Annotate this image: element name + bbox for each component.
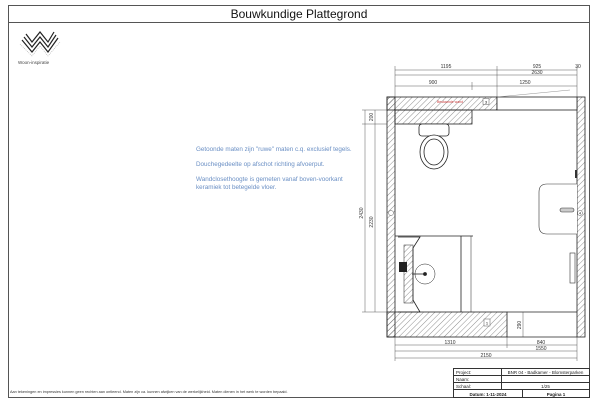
dim-840: 840 [537, 340, 546, 346]
dim-2150: 2150 [480, 353, 491, 359]
logo-text: Woon-inspiratie [18, 60, 50, 65]
project-label: Project: [456, 370, 472, 375]
dim-2230: 2230 [369, 216, 375, 227]
wall-left [386, 96, 396, 338]
datum: Datum: 1-11-2024 [469, 391, 507, 397]
marker-1: 1 [486, 321, 489, 326]
wall-right [576, 96, 586, 338]
notes: Getoonde maten zijn "ruwe" maten c.q. ex… [196, 146, 356, 199]
wall-top-inner [394, 109, 473, 125]
page-title: Bouwkundige Plattegrond [8, 5, 590, 23]
dim-1550: 1550 [535, 346, 546, 352]
schaal-label: Schaal: [456, 384, 472, 389]
dim-2630: 2630 [531, 70, 542, 76]
logo-icon [19, 31, 61, 57]
title-block: Project: BNR 04 - Badkamer - Blomsterpar… [453, 368, 590, 398]
schaal-value: 1/25 [541, 384, 550, 389]
dim-1310: 1310 [444, 340, 455, 346]
dim-200: 200 [369, 113, 375, 122]
disclaimer: Aan tekeningen en impressies kunnen geen… [10, 390, 288, 394]
naam-label: Naam: [456, 377, 470, 382]
note: Wandclosethoogte is gemeten vanaf boven-… [196, 176, 343, 191]
wall-label: Bestaande wand [437, 100, 463, 104]
drawing-frame [8, 5, 590, 398]
dimension-lines [362, 66, 578, 361]
dim-900: 900 [429, 80, 438, 86]
project-value: BNR 04 - Badkamer - Blomsterparken [507, 370, 584, 375]
dim-290: 290 [517, 321, 523, 330]
pagina: Pagina 1 [546, 391, 566, 397]
washbasin-icon [538, 183, 577, 235]
dim-30: 30 [575, 64, 581, 70]
wall-top-right-opening [496, 96, 578, 111]
dim-1195: 1195 [441, 64, 452, 70]
toilet-icon [418, 123, 450, 170]
dim-1250: 1250 [519, 80, 530, 86]
shower-area [395, 235, 473, 313]
dim-925: 925 [533, 64, 542, 70]
note: Douchegedeelte op afschot richting afvoe… [196, 161, 325, 168]
note: Getoonde maten zijn "ruwe" maten c.q. ex… [196, 146, 352, 153]
marker-4: 4 [579, 212, 581, 216]
marker-3: 3 [485, 100, 488, 105]
shower-tap-icon [399, 262, 407, 272]
dim-2430: 2430 [359, 207, 365, 218]
